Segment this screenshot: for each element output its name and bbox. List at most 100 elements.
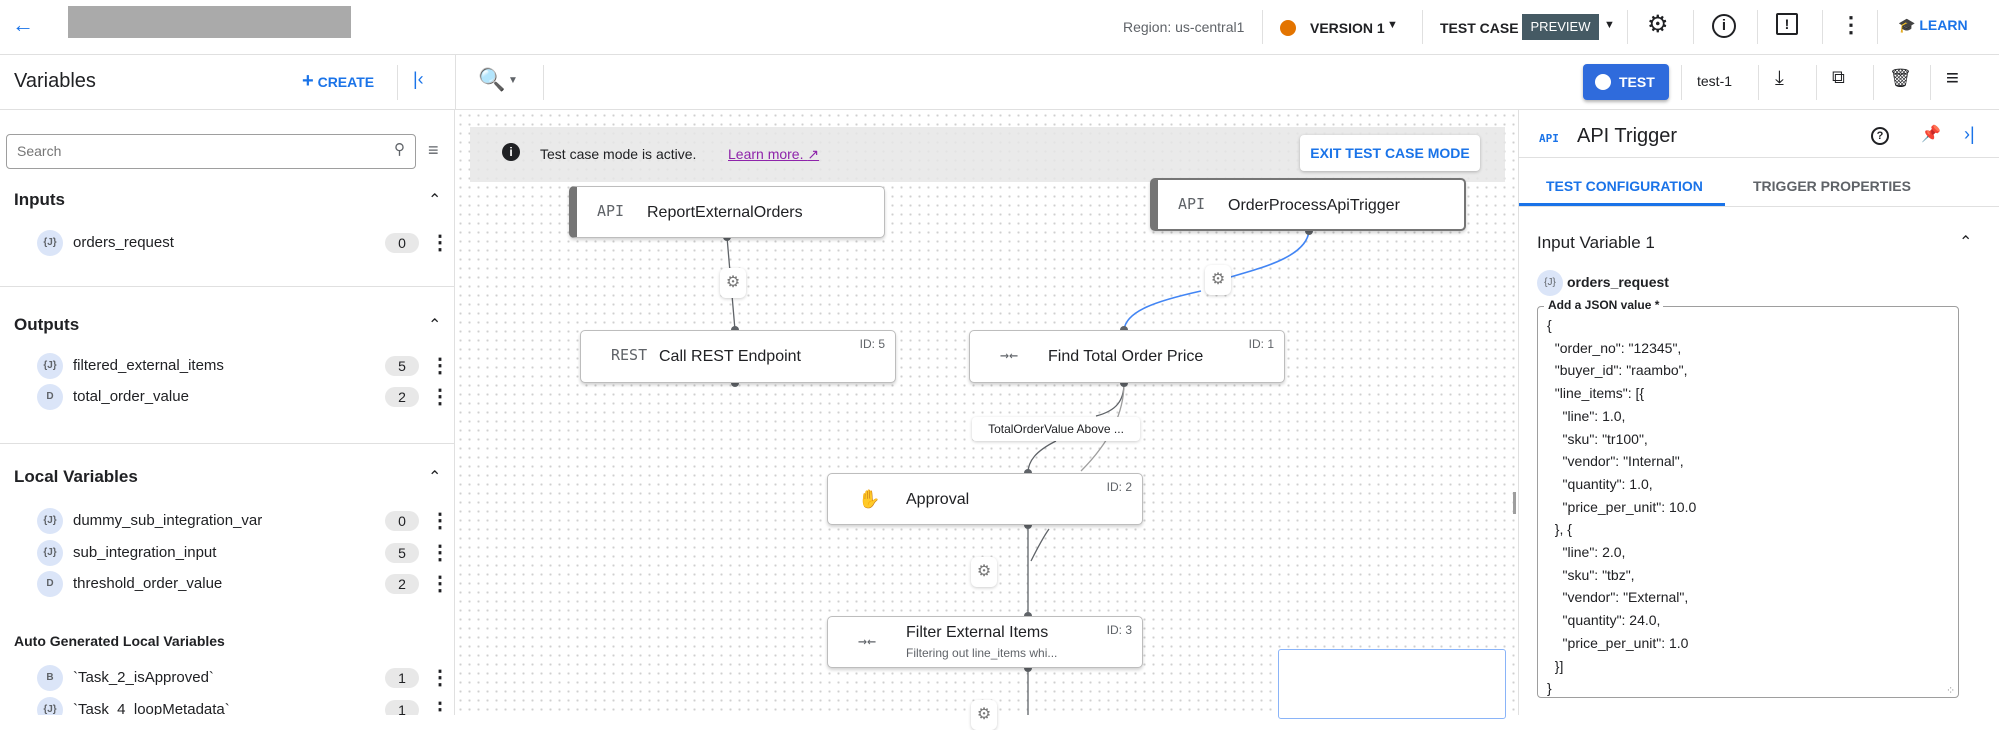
learn-more-link[interactable]: Learn more. ↗ <box>728 146 819 163</box>
menu-icon[interactable]: ≡ <box>1946 65 1959 90</box>
dropdown-icon[interactable]: ▼ <box>508 75 518 86</box>
delete-icon[interactable]: 🗑 <box>1889 68 1912 88</box>
zoom-icon[interactable]: 🔍 <box>478 67 506 92</box>
help-icon[interactable]: ? <box>1871 127 1889 145</box>
json-line: "vendor": "External", <box>1547 589 1689 606</box>
create-variable-button[interactable]: + CREATE <box>302 70 374 93</box>
json-line: } <box>1547 680 1552 697</box>
edge-settings-gear-icon[interactable]: ⚙ <box>720 268 746 298</box>
more-vert-icon[interactable]: ⋮ <box>430 232 450 254</box>
double-type-icon: D <box>37 384 63 410</box>
variable-row[interactable]: B`Task_2_isApproved`1⋮ <box>0 664 454 692</box>
edge-settings-gear-icon[interactable]: ⚙ <box>971 700 997 730</box>
variable-row[interactable]: {J}`Task_4_loopMetadata`1⋮ <box>0 696 454 715</box>
node-title: Call REST Endpoint <box>659 348 801 365</box>
back-arrow-icon[interactable]: ← <box>12 12 34 37</box>
search-placeholder: Search <box>17 143 62 159</box>
json-line: "vendor": "Internal", <box>1547 453 1684 470</box>
more-vert-icon[interactable]: ⋮ <box>430 355 450 377</box>
dropdown-icon: ▼ <box>1387 19 1398 31</box>
collapse-chevron-icon[interactable]: ⌃ <box>1959 234 1973 251</box>
outputs-heading: Outputs <box>14 315 80 334</box>
node-call-rest-endpoint[interactable]: REST Call REST Endpoint ID: 5 <box>580 330 896 383</box>
usage-count: 1 <box>385 668 419 688</box>
feedback-icon[interactable]: ! <box>1776 13 1798 35</box>
rest-icon: REST <box>611 346 648 364</box>
json-type-icon: {J} <box>37 353 63 379</box>
boolean-type-icon: B <box>37 665 63 691</box>
info-icon[interactable]: i <box>1712 14 1736 38</box>
variable-name: threshold_order_value <box>73 575 223 592</box>
resize-handle[interactable] <box>1513 492 1516 514</box>
search-icon: ⚲ <box>394 141 405 158</box>
dropdown-icon: ▼ <box>1604 19 1615 31</box>
node-title: ReportExternalOrders <box>647 204 803 221</box>
json-line: "quantity": 24.0, <box>1547 612 1661 629</box>
more-vert-icon[interactable]: ⋮ <box>430 699 450 715</box>
search-input[interactable]: Search ⚲ <box>6 134 416 169</box>
more-vert-icon[interactable]: ⋮ <box>430 667 450 689</box>
variable-name: orders_request <box>73 234 174 251</box>
learn-button[interactable]: 🎓 LEARN <box>1898 17 1968 34</box>
more-vert-icon[interactable]: ⋮ <box>1840 12 1862 37</box>
settings-gear-icon[interactable]: ⚙ <box>1647 11 1669 38</box>
json-line: "line": 2.0, <box>1547 544 1626 560</box>
test-case-selector[interactable]: TEST CASE PREVIEW ▼ <box>1440 14 1615 42</box>
more-vert-icon[interactable]: ⋮ <box>430 542 450 564</box>
more-vert-icon[interactable]: ⋮ <box>430 386 450 408</box>
edge-condition-label[interactable]: TotalOrderValue Above ... <box>972 417 1140 441</box>
json-type-icon: {J} <box>37 508 63 534</box>
collapse-chevron-icon[interactable]: ⌃ <box>428 317 442 334</box>
edge-settings-gear-icon[interactable]: ⚙ <box>971 557 997 587</box>
auto-generated-heading: Auto Generated Local Variables <box>14 633 225 649</box>
more-vert-icon[interactable]: ⋮ <box>430 573 450 595</box>
more-vert-icon[interactable]: ⋮ <box>430 510 450 532</box>
collapse-chevron-icon[interactable]: ⌃ <box>428 192 442 209</box>
collapse-chevron-icon[interactable]: ⌃ <box>428 469 442 486</box>
edge-settings-gear-icon[interactable]: ⚙ <box>1205 265 1231 295</box>
sort-filter-icon[interactable]: ≡ <box>428 140 439 160</box>
input-variable-name: orders_request <box>1567 274 1669 290</box>
resize-grip-icon[interactable]: ⁘ <box>1946 685 1956 697</box>
tab-test-configuration[interactable]: TEST CONFIGURATION <box>1546 178 1703 194</box>
plus-icon: + <box>302 70 314 92</box>
node-subtitle: Filtering out line_items whi... <box>906 646 1058 660</box>
json-value-textarea[interactable] <box>1537 306 1959 698</box>
test-button[interactable]: TEST <box>1583 64 1669 100</box>
close-panel-icon[interactable]: ›| <box>1964 124 1975 144</box>
create-label: CREATE <box>317 74 375 90</box>
tab-trigger-properties[interactable]: TRIGGER PROPERTIES <box>1753 178 1911 194</box>
pin-icon[interactable]: 📌 <box>1921 126 1941 143</box>
collapse-panel-icon[interactable]: |‹ <box>413 69 424 89</box>
json-field-label: Add a JSON value * <box>1544 298 1664 312</box>
test-case-label: TEST CASE <box>1440 20 1519 36</box>
node-id: ID: 5 <box>859 337 885 351</box>
local-variables-heading: Local Variables <box>14 467 138 486</box>
hand-icon: ✋ <box>858 489 881 510</box>
api-icon: API <box>1178 195 1206 213</box>
json-line: "price_per_unit": 1.0 <box>1547 634 1689 651</box>
play-icon <box>1595 74 1611 90</box>
copy-icon[interactable]: ⧉ <box>1832 67 1845 87</box>
json-type-icon: {J} <box>1537 270 1563 296</box>
preview-badge: PREVIEW <box>1522 14 1599 40</box>
node-title: Find Total Order Price <box>1048 348 1204 365</box>
json-line: }] <box>1547 657 1564 674</box>
download-icon[interactable]: ⤓ <box>1775 67 1784 89</box>
minimap[interactable] <box>1278 649 1506 719</box>
variable-name: total_order_value <box>73 388 189 405</box>
exit-test-case-mode-button[interactable]: EXIT TEST CASE MODE <box>1300 135 1480 171</box>
integration-canvas[interactable]: i Test case mode is active. Learn more. … <box>456 111 1518 730</box>
